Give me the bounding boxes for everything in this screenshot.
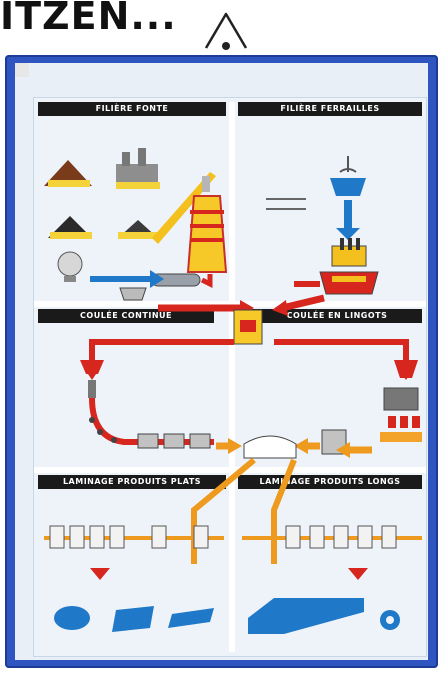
- conveyor-icon: [152, 172, 216, 244]
- caption-line: [266, 208, 306, 210]
- coal-label-box: [50, 232, 92, 239]
- ingot-mold-icon: [383, 387, 419, 411]
- tundish-icon: [80, 360, 104, 374]
- electric-arc-furnace-icon: [319, 271, 379, 295]
- process-illustration: [44, 148, 422, 634]
- poster-heading: ITZEN...: [0, 0, 177, 38]
- crane-hook-icon: [339, 168, 357, 173]
- band-filiere-fonte: FILIÈRE FONTE: [38, 102, 226, 116]
- hanging-hook-icon: [204, 12, 248, 50]
- horizontal-divider: [34, 301, 426, 307]
- ingot-ladle-icon: [394, 360, 418, 378]
- blast-furnace-icon: [186, 195, 228, 273]
- slab-cut-icon: [137, 433, 159, 449]
- band-coulee-continue: COULÉE CONTINUE: [38, 309, 214, 323]
- sinter-plant-icon: [116, 164, 158, 186]
- oxygen-tank-icon: [57, 251, 83, 277]
- sleeve-corner: [15, 63, 29, 77]
- band-coulee-lingots: COULÉE EN LINGOTS: [252, 309, 422, 323]
- caption-line: [266, 198, 306, 200]
- scrap-grab-icon: [330, 178, 366, 196]
- down-arrow-blue: [336, 228, 360, 240]
- reheating-furnace-icon: [243, 435, 297, 459]
- steel-coil-icon: [54, 606, 90, 630]
- vertical-divider: [229, 102, 235, 652]
- steel-plate-icon: [112, 606, 154, 632]
- horizontal-divider: [34, 467, 426, 473]
- steel-process-poster: FILIÈRE FONTE FILIÈRE FERRAILLES COULÉE …: [33, 97, 427, 657]
- clear-sleeve: FILIÈRE FONTE FILIÈRE FERRAILLES COULÉE …: [15, 63, 428, 660]
- band-filiere-ferrailles: FILIÈRE FERRAILLES: [238, 102, 422, 116]
- rolling-stand-icon: [49, 525, 65, 549]
- long-products-bundle-icon: [248, 598, 364, 634]
- ore-label-box: [48, 180, 90, 187]
- down-marker-red: [90, 568, 110, 580]
- ingot-row-icon: [380, 432, 422, 442]
- oxygen-pipe: [90, 276, 150, 282]
- steel-sheet-icon: [168, 608, 214, 628]
- ore-pile-icon: [44, 160, 92, 186]
- blue-display-pocket: FILIÈRE FONTE FILIÈRE FERRAILLES COULÉE …: [5, 55, 438, 668]
- band-laminage-plats: LAMINAGE PRODUITS PLATS: [38, 475, 226, 489]
- converter-icon: [119, 287, 147, 301]
